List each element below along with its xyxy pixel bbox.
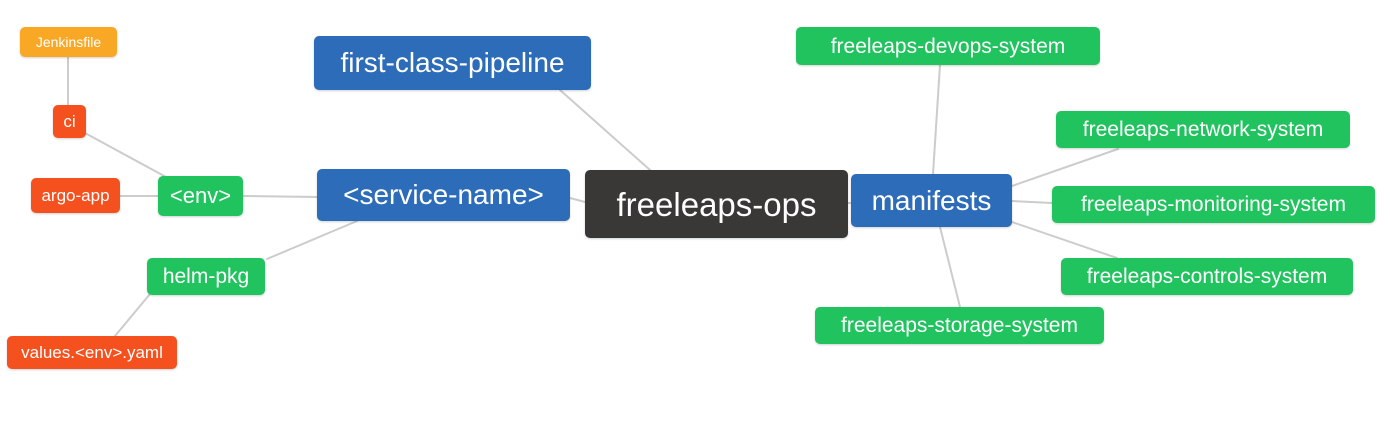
node-label: argo-app: [41, 186, 110, 205]
node-label: first-class-pipeline: [340, 47, 565, 78]
mindmap-node-values-env-yaml[interactable]: values.<env>.yaml: [7, 336, 177, 369]
node-label: freeleaps-controls-system: [1086, 265, 1328, 288]
mindmap-node-network-system[interactable]: freeleaps-network-system: [1056, 111, 1350, 148]
node-label: freeleaps-monitoring-system: [1081, 193, 1346, 216]
mindmap-node-jenkinsfile[interactable]: Jenkinsfile: [20, 27, 117, 57]
node-label: manifests: [871, 184, 992, 216]
node-label: <env>: [169, 183, 232, 208]
mindmap-node-manifests[interactable]: manifests: [851, 174, 1012, 227]
node-label: <service-name>: [343, 179, 544, 210]
node-label: freeleaps-devops-system: [830, 34, 1066, 58]
node-label: freeleaps-network-system: [1082, 118, 1324, 141]
node-label: ci: [63, 112, 76, 131]
mindmap-node-devops-system[interactable]: freeleaps-devops-system: [796, 27, 1100, 65]
mindmap-node-service-name[interactable]: <service-name>: [317, 169, 570, 221]
mindmap-node-controls-system[interactable]: freeleaps-controls-system: [1061, 258, 1353, 295]
mindmap-node-env[interactable]: <env>: [158, 176, 243, 216]
mindmap-node-storage-system[interactable]: freeleaps-storage-system: [815, 307, 1104, 344]
node-label: freeleaps-storage-system: [841, 314, 1078, 337]
node-label: values.<env>.yaml: [21, 343, 163, 362]
node-label: freeleaps-ops: [616, 185, 817, 223]
node-label: Jenkinsfile: [35, 34, 102, 50]
mindmap-node-monitoring-system[interactable]: freeleaps-monitoring-system: [1052, 186, 1375, 223]
mindmap-node-argo-app[interactable]: argo-app: [31, 178, 120, 213]
mindmap-node-freeleaps-ops[interactable]: freeleaps-ops: [585, 170, 848, 238]
mindmap-node-helm-pkg[interactable]: helm-pkg: [147, 258, 265, 295]
mindmap-node-first-class-pipeline[interactable]: first-class-pipeline: [314, 36, 591, 90]
node-label: helm-pkg: [162, 265, 250, 288]
mindmap-node-ci[interactable]: ci: [53, 105, 86, 138]
